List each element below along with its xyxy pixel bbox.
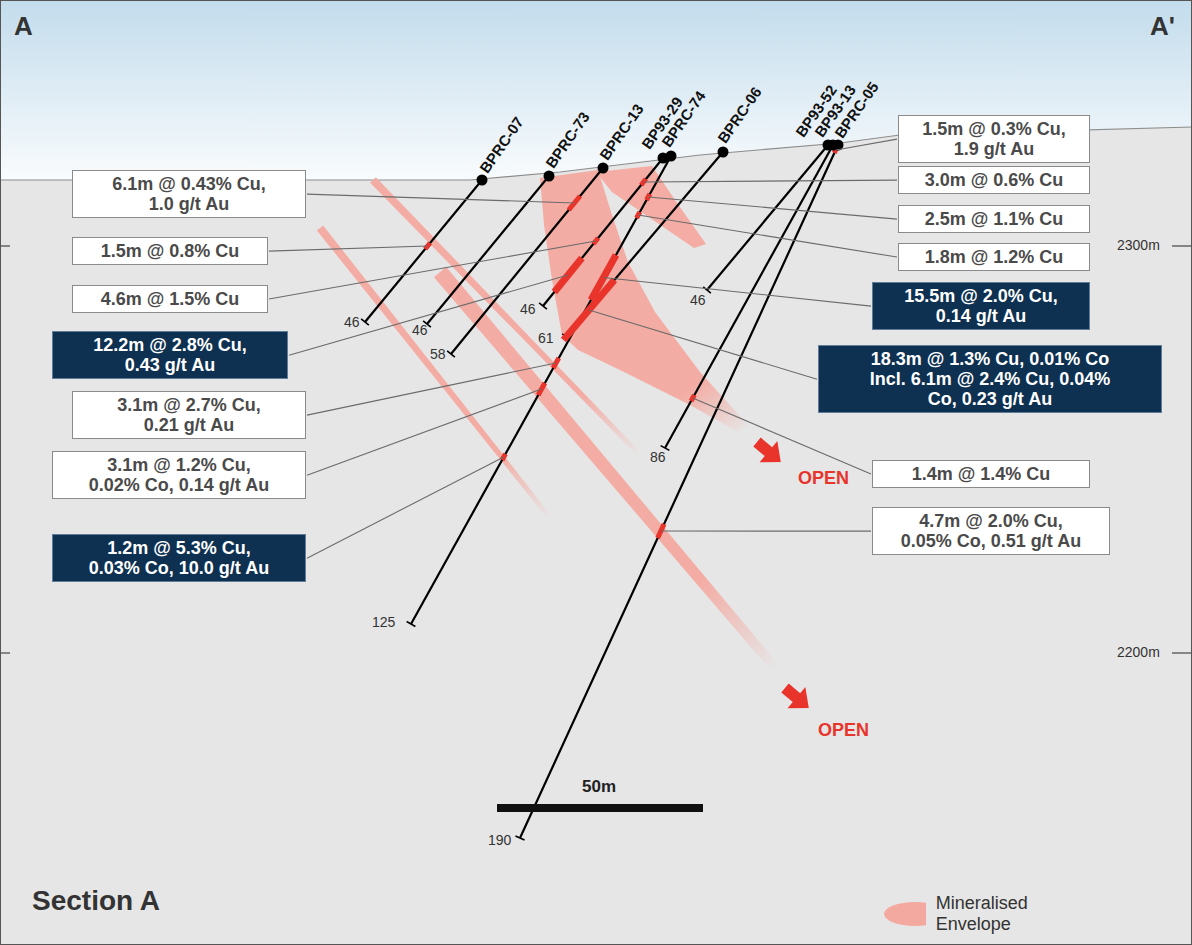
leader-line [269,246,428,251]
hole-depth: 46 [520,301,536,317]
hole-depth: 61 [538,330,554,346]
elevation-tick [0,245,10,246]
hole-depth: 125 [372,614,395,630]
section-title: Section A [32,885,160,917]
leader-line [307,457,504,558]
assay-text: 3.1m @ 2.7% Cu, 0.21 g/t Au [107,395,271,435]
open-arrow [776,677,818,718]
open-arrow [748,431,790,472]
hole-end-tick [407,622,416,627]
scale-bar [497,804,703,812]
assay-text: 18.3m @ 1.3% Cu, 0.01% Co Incl. 6.1m @ 2… [861,349,1119,409]
elevation-tick [0,652,10,653]
open-note: OPEN [818,720,869,741]
assay-text: 1.5m @ 0.8% Cu [81,241,259,261]
hole-depth: 190 [488,832,511,848]
hole-depth: 46 [412,322,428,338]
assay-text: 3.0m @ 0.6% Cu [907,170,1081,190]
hole-depth: 86 [650,449,666,465]
elevation-label: 2300m [1117,237,1160,253]
legend-text: Mineralised Envelope [936,893,1050,935]
assay-text: 15.5m @ 2.0% Cu, 0.14 g/t Au [897,286,1065,326]
drill-hole [451,168,603,354]
section-end-label: A [14,12,33,42]
assay-text: 3.1m @ 1.2% Cu, 0.02% Co, 0.14 g/t Au [85,455,273,495]
assay-callout: 3.0m @ 0.6% Cu [898,166,1090,194]
leader-line [289,275,568,355]
elevation-label: 2200m [1117,644,1160,660]
assay-text: 12.2m @ 2.8% Cu, 0.43 g/t Au [86,335,254,375]
leader-line [307,194,574,203]
leader-line [589,310,817,379]
leader-line [661,530,871,531]
hole-depth: 46 [690,292,706,308]
elevation-tick [1172,245,1192,246]
assay-callout: 2.5m @ 1.1% Cu [898,205,1090,233]
assay-callout: 4.7m @ 2.0% Cu, 0.05% Co, 0.51 g/t Au [872,507,1110,555]
assay-text: 4.6m @ 1.5% Cu [81,289,259,309]
elevation-tick [1172,652,1192,653]
drill-hole [665,145,833,448]
intercept [563,280,614,340]
legend-swatch [884,902,926,926]
assay-callout: 18.3m @ 1.3% Cu, 0.01% Co Incl. 6.1m @ 2… [818,345,1162,413]
collar [666,151,677,162]
open-note: OPEN [798,468,849,489]
ground [0,127,1192,945]
leader-line [307,363,556,415]
drill-hole [520,145,838,838]
leader-line [307,389,542,475]
hole-end-tick [361,319,369,325]
hole-depth: 58 [430,346,446,362]
assay-callout: 1.2m @ 5.3% Cu, 0.03% Co, 10.0 g/t Au [52,534,306,582]
assay-callout: 12.2m @ 2.8% Cu, 0.43 g/t Au [52,331,288,379]
assay-text: 6.1m @ 0.43% Cu, 1.0 g/t Au [105,174,273,214]
collar [598,163,609,174]
hole-depth: 46 [344,314,360,330]
assay-callout: 1.8m @ 1.2% Cu [898,243,1090,271]
assay-text: 1.2m @ 5.3% Cu, 0.03% Co, 10.0 g/t Au [85,538,273,578]
legend-row: Mineralised Envelope [882,893,1050,935]
scale-label: 50m [582,777,616,797]
assay-text: 1.4m @ 1.4% Cu [881,464,1081,484]
assay-callout: 1.4m @ 1.4% Cu [872,460,1090,488]
leader-line [648,197,897,219]
collar [544,171,555,182]
drill-hole [707,145,828,290]
assay-callout: 15.5m @ 2.0% Cu, 0.14 g/t Au [872,282,1090,330]
drill-hole [543,158,663,306]
assay-text: 1.8m @ 1.2% Cu [907,247,1081,267]
leader-line [269,241,596,299]
assay-callout: 1.5m @ 0.3% Cu, 1.9 g/t Au [898,115,1090,163]
hole-end-tick [447,351,455,357]
hole-end-tick [539,303,547,309]
assay-text: 1.5m @ 0.3% Cu, 1.9 g/t Au [915,119,1073,159]
assay-callout: 1.5m @ 0.8% Cu [72,237,268,265]
hole-end-tick [515,836,524,840]
assay-callout: 6.1m @ 0.43% Cu, 1.0 g/t Au [72,170,306,218]
drill-hole [365,180,482,322]
collar [477,175,488,186]
assay-callout: 3.1m @ 2.7% Cu, 0.21 g/t Au [72,391,306,439]
leader-line [638,215,897,257]
section-end-label: A' [1150,12,1175,42]
leader-line [604,278,872,307]
assay-text: 2.5m @ 1.1% Cu [907,209,1081,229]
legend-swatch-box [882,900,926,928]
intercept [554,258,582,292]
collar [718,147,729,158]
leader-line [644,180,897,182]
assay-callout: 4.6m @ 1.5% Cu [72,285,268,313]
assay-callout: 3.1m @ 1.2% Cu, 0.02% Co, 0.14 g/t Au [52,451,306,499]
drill-hole [411,156,671,624]
assay-text: 4.7m @ 2.0% Cu, 0.05% Co, 0.51 g/t Au [897,511,1085,551]
